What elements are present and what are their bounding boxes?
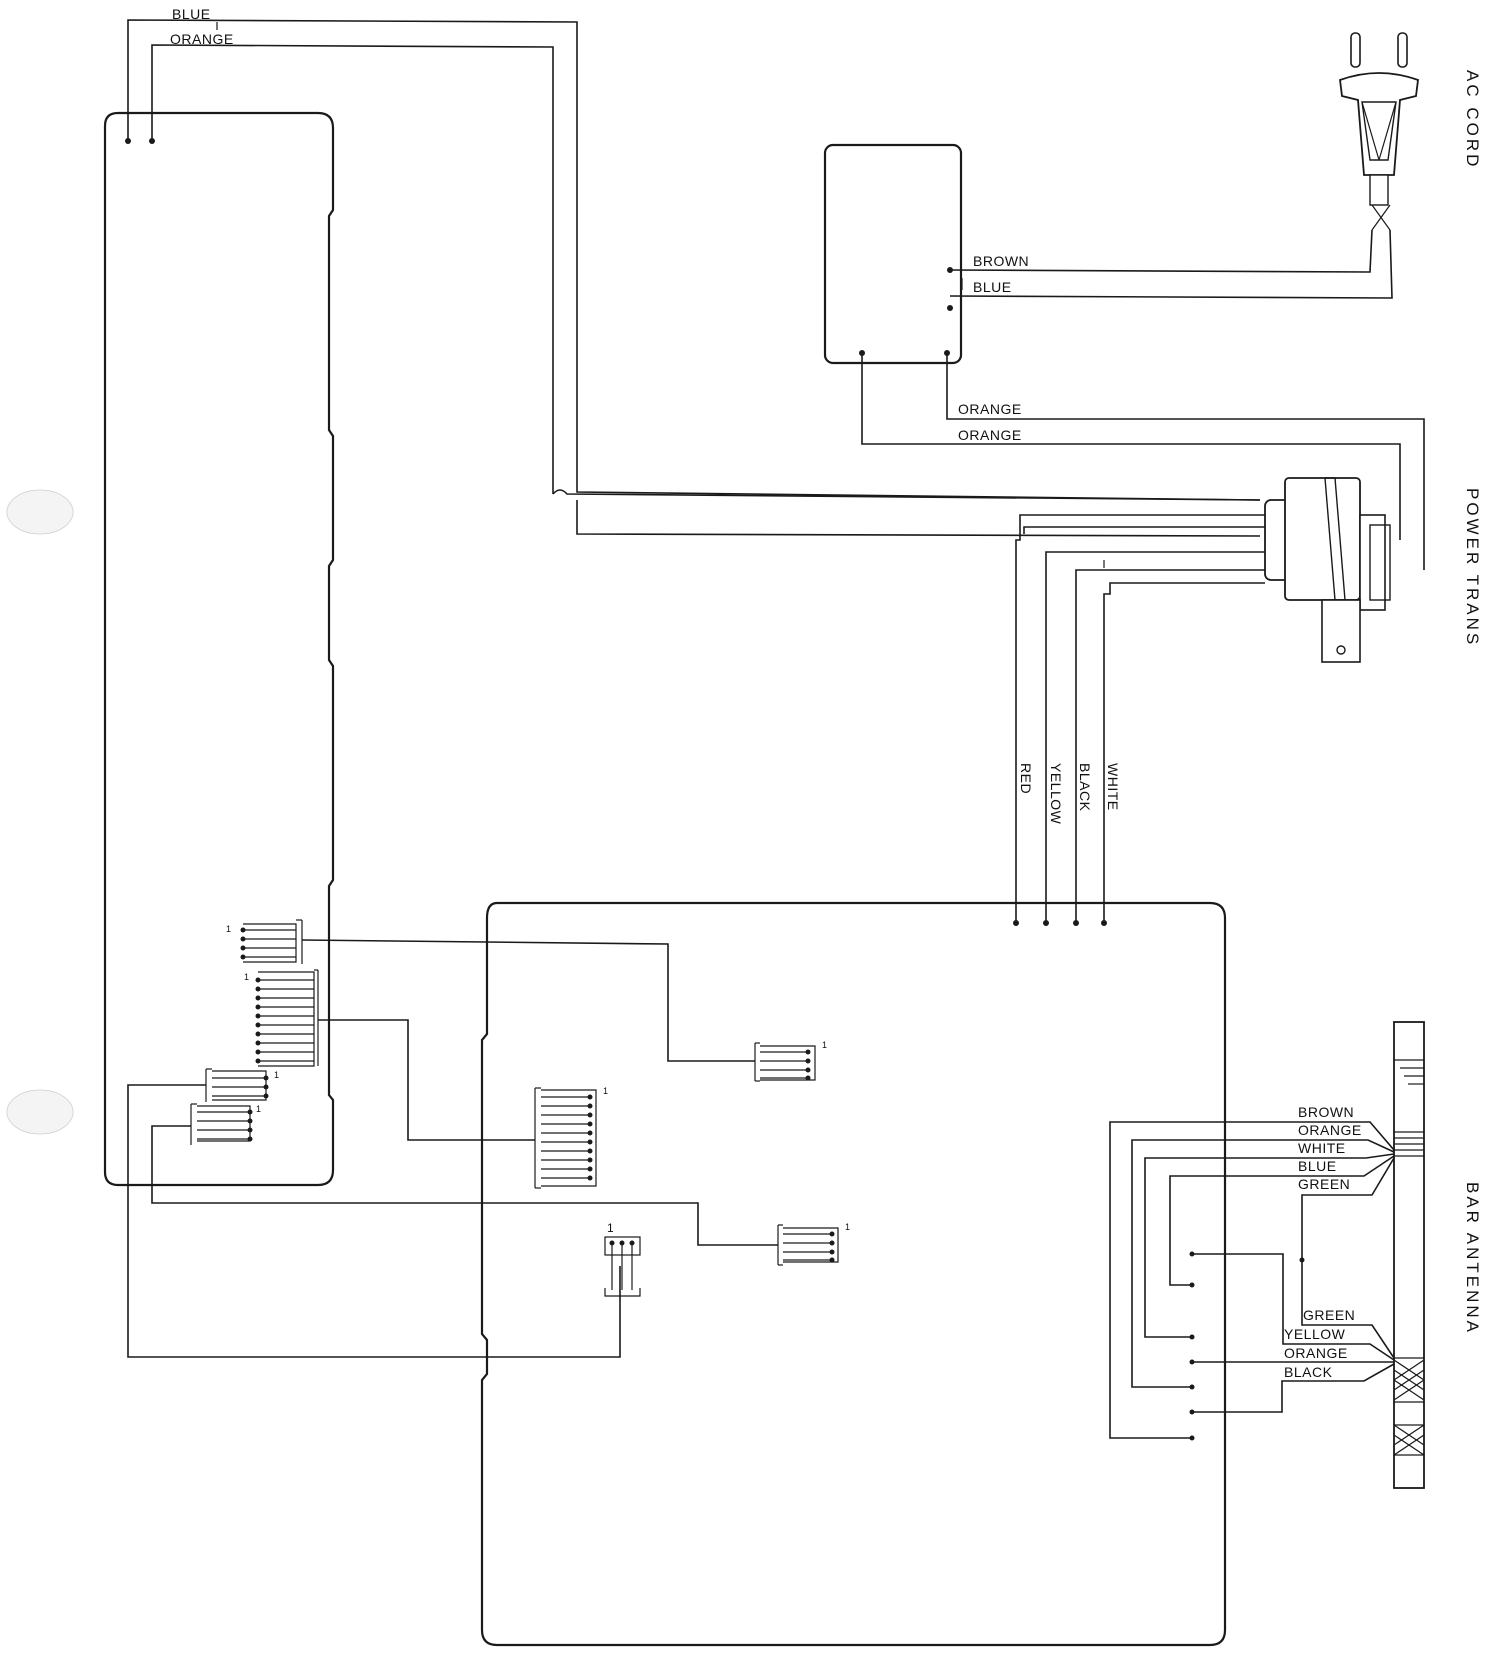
top-blue-label: BLUE bbox=[172, 6, 211, 22]
main-connector-h bbox=[604, 1236, 641, 1297]
left-pcb-board bbox=[103, 111, 335, 1187]
ant2-black-label: BLACK bbox=[1284, 1364, 1333, 1380]
main-connector-e-pin1: 1 bbox=[822, 1040, 827, 1050]
antenna-lower-wires bbox=[1189, 1251, 1395, 1441]
transformer-secondary-wires bbox=[1013, 514, 1265, 926]
connector-d-wire bbox=[151, 1125, 778, 1246]
ant-brown-label: BROWN bbox=[1298, 1104, 1354, 1120]
bar-antenna-caption: BAR ANTENNA bbox=[1463, 1182, 1482, 1335]
switch-blue-label: BLUE bbox=[973, 279, 1012, 295]
top-orange-label: ORANGE bbox=[170, 31, 234, 47]
ant-blue-label: BLUE bbox=[1298, 1158, 1337, 1174]
main-connector-h-pin1: 1 bbox=[607, 1221, 614, 1235]
switch-brown-label: BROWN bbox=[973, 253, 1029, 269]
power-transformer bbox=[1264, 477, 1391, 663]
left-connector-a bbox=[240, 919, 303, 964]
main-connector-e bbox=[754, 1042, 816, 1082]
left-connector-c-pin1: 1 bbox=[274, 1070, 279, 1080]
bar-antenna bbox=[1393, 1021, 1425, 1489]
left-connector-b-pin1: 1 bbox=[244, 972, 249, 982]
ant-white-label: WHITE bbox=[1298, 1140, 1346, 1156]
ant2-yellow-label: YELLOW bbox=[1284, 1326, 1346, 1342]
trans-white-label: WHITE bbox=[1105, 763, 1121, 811]
punch-hole-bottom bbox=[6, 1089, 74, 1135]
left-connector-d bbox=[190, 1103, 253, 1145]
ant2-orange-label: ORANGE bbox=[1284, 1345, 1348, 1361]
trans-red-label: RED bbox=[1018, 763, 1034, 794]
left-connector-b bbox=[255, 969, 319, 1067]
connector-b-wire bbox=[318, 1019, 535, 1141]
connector-a-wire bbox=[301, 939, 755, 1062]
ant-green-label: GREEN bbox=[1298, 1176, 1350, 1192]
ant2-green-label: GREEN bbox=[1303, 1307, 1355, 1323]
power-switch-box bbox=[823, 143, 963, 365]
main-connector-g bbox=[777, 1224, 839, 1266]
switch-orange-label-1: ORANGE bbox=[958, 401, 1022, 417]
main-pcb-board bbox=[480, 901, 1227, 1647]
ac-plug bbox=[1339, 32, 1419, 231]
trans-black-label: BLACK bbox=[1077, 763, 1093, 812]
trans-yellow-label: YELLOW bbox=[1048, 763, 1064, 825]
punch-hole-top bbox=[6, 489, 74, 535]
ac-cord-caption: AC CORD bbox=[1463, 70, 1482, 169]
main-connector-g-pin1: 1 bbox=[845, 1222, 850, 1232]
ac-cord-wires bbox=[947, 229, 1393, 311]
connector-c-wire bbox=[127, 1084, 621, 1358]
antenna-upper-wires bbox=[1109, 1121, 1395, 1439]
switch-orange-wires bbox=[859, 350, 1425, 570]
left-connector-a-pin1: 1 bbox=[226, 924, 231, 934]
switch-orange-label-2: ORANGE bbox=[958, 427, 1022, 443]
power-trans-caption: POWER TRANS bbox=[1463, 488, 1482, 647]
left-connector-c bbox=[205, 1068, 269, 1102]
ant-orange-label: ORANGE bbox=[1298, 1122, 1362, 1138]
left-connector-d-pin1: 1 bbox=[256, 1104, 261, 1114]
main-connector-f-pin1: 1 bbox=[603, 1086, 608, 1096]
main-connector-f bbox=[534, 1087, 597, 1189]
top-wires bbox=[125, 19, 1261, 537]
